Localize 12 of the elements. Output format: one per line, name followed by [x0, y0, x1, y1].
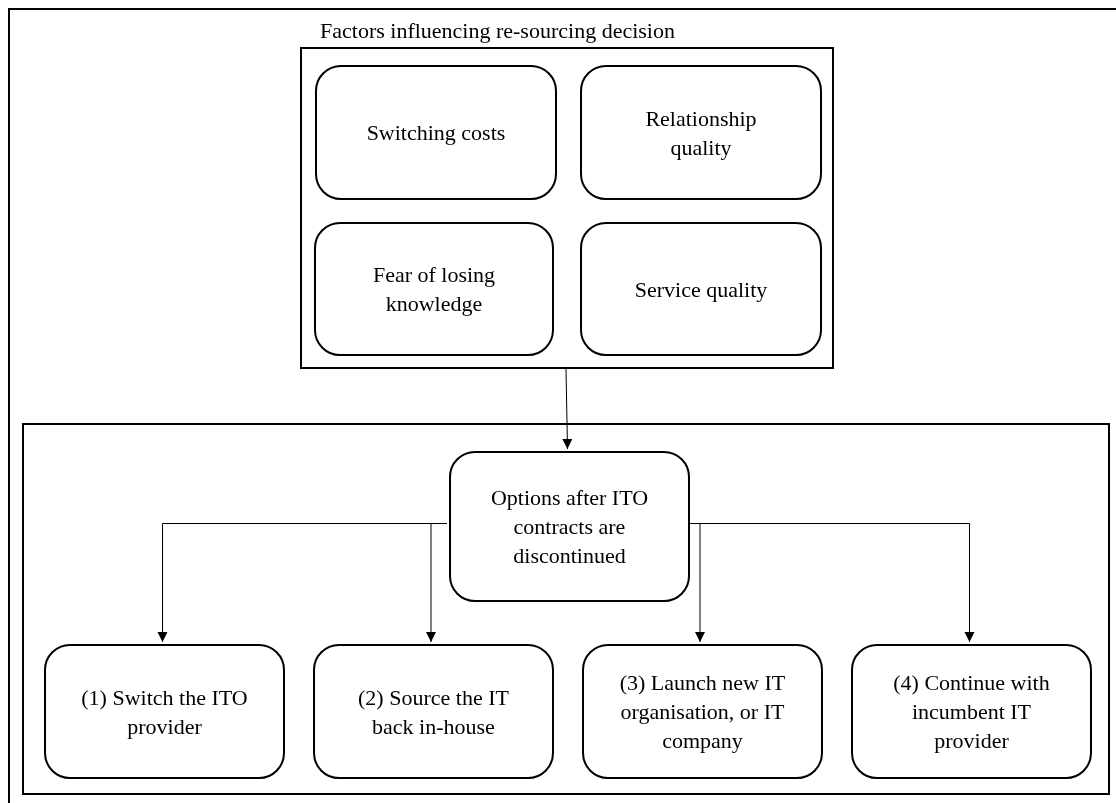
rounded-box: Service quality	[580, 222, 822, 356]
rounded-box: (3) Launch new IT organisation, or IT company	[582, 644, 823, 779]
rounded-box: (2) Source the IT back in-house	[313, 644, 554, 779]
rounded-box: (4) Continue with incumbent IT provider	[851, 644, 1092, 779]
rounded-box: Fear of losing knowledge	[314, 222, 554, 356]
rounded-box: Options after ITO contracts are discontinued	[449, 451, 690, 602]
options-group-box	[22, 423, 1110, 795]
rounded-box: Switching costs	[315, 65, 557, 200]
rounded-box: (1) Switch the ITO provider	[44, 644, 285, 779]
group-heading: Factors influencing re-sourcing decision	[320, 17, 675, 45]
arrow	[562, 368, 573, 450]
rounded-box: Relationship quality	[580, 65, 822, 200]
